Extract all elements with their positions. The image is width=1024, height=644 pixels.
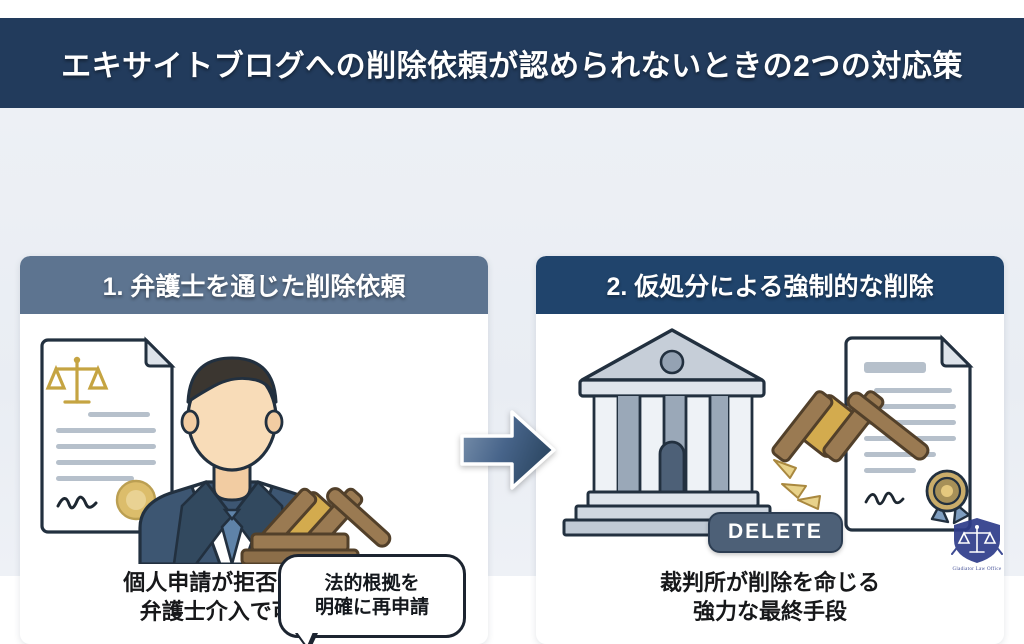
card-2-title: 2. 仮処分による強制的な削除 xyxy=(606,273,934,301)
bubble-line-2: 明確に再申請 xyxy=(314,597,429,618)
courthouse-icon xyxy=(562,328,784,537)
header-band: エキサイトブログへの削除依頼が認められないときの2つの対応策 xyxy=(0,18,1024,108)
law-office-shield-logo[interactable]: Gladiator Law Office xyxy=(938,502,1016,572)
striking-gavel-icon xyxy=(771,390,930,510)
gavel-icon xyxy=(240,487,392,564)
card-lawyer-request[interactable]: 1. 弁護士を通じた削除依頼 xyxy=(20,256,488,644)
card-1-title: 1. 弁護士を通じた削除依頼 xyxy=(102,273,406,301)
right-arrow-icon xyxy=(460,408,556,492)
card-1-body: 法的根拠を 明確に再申請 個人申請が拒否されても、 弁護士介入で可能性UP xyxy=(20,314,488,644)
page-title: エキサイトブログへの削除依頼が認められないときの2つの対応策 xyxy=(61,50,963,83)
card-2-caption: 裁判所が削除を命じる 強力な最終手段 xyxy=(659,569,880,624)
card-2-header: 2. 仮処分による強制的な削除 xyxy=(536,256,1004,314)
card-provisional-disposition[interactable]: 2. 仮処分による強制的な削除 xyxy=(536,256,1004,644)
card-2-body: 裁判所が削除を命じる 強力な最終手段 xyxy=(536,314,1004,644)
shield-scales-icon xyxy=(951,518,1003,563)
speech-bubble: 法的根拠を 明確に再申請 xyxy=(278,554,466,644)
bubble-tail-inner xyxy=(297,632,313,644)
legal-document-icon xyxy=(40,336,176,534)
body-area: 1. 弁護士を通じた削除依頼 xyxy=(0,108,1024,644)
delete-badge: DELETE xyxy=(708,512,843,553)
logo-caption: Gladiator Law Office xyxy=(952,567,1002,572)
card-1-header: 1. 弁護士を通じた削除依頼 xyxy=(20,256,488,314)
lawyer-illustration xyxy=(40,336,392,564)
top-margin-strip xyxy=(0,0,1024,18)
